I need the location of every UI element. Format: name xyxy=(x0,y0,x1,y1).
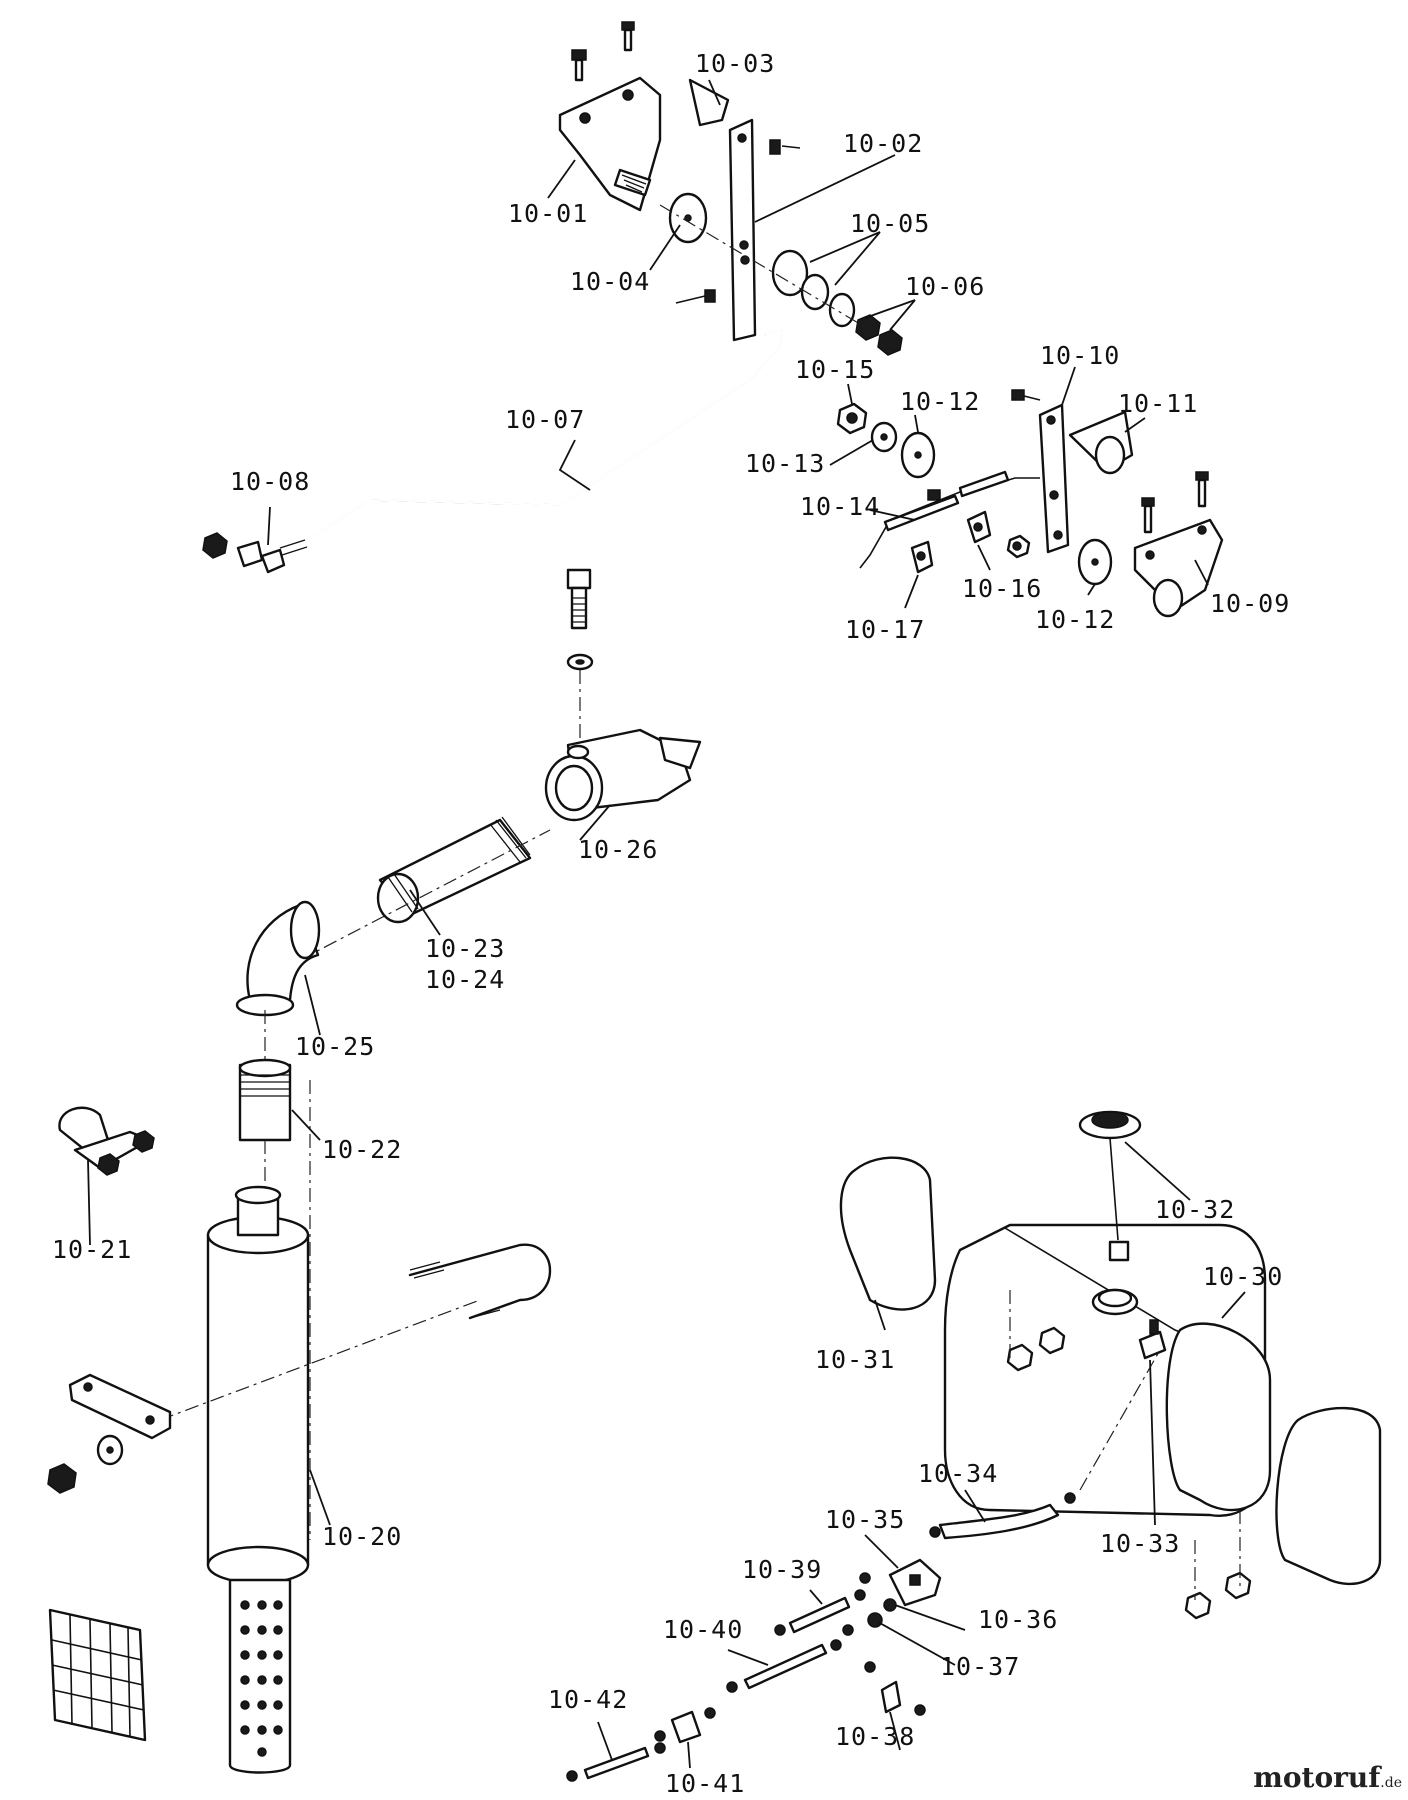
clip-10-38 xyxy=(864,1661,926,1716)
rod-10-07 xyxy=(299,328,784,546)
label-10-12-lower: 10-12 xyxy=(1035,605,1115,634)
label-10-08: 10-08 xyxy=(230,467,310,496)
tube-10-42 xyxy=(566,1742,666,1782)
part-labels: 10-01 10-02 10-03 10-04 10-05 10-06 10-0… xyxy=(52,49,1290,1798)
label-10-10: 10-10 xyxy=(1040,341,1120,370)
label-10-16: 10-16 xyxy=(962,574,1042,603)
label-10-36: 10-36 xyxy=(978,1605,1058,1634)
clip-10-16 xyxy=(966,510,992,544)
watermark-text: motoruf xyxy=(1253,1761,1381,1794)
washers-10-05 xyxy=(771,249,856,328)
elbow-10-26 xyxy=(544,728,702,822)
label-10-03: 10-03 xyxy=(695,49,775,78)
nipple-10-22 xyxy=(238,1058,292,1142)
washer-10-04 xyxy=(668,192,708,244)
label-10-37: 10-37 xyxy=(940,1652,1020,1681)
nut-10-15 xyxy=(836,402,868,435)
knob-10-11 xyxy=(1068,410,1134,475)
label-10-34: 10-34 xyxy=(918,1459,998,1488)
bolts-10-09 xyxy=(1141,471,1209,534)
label-10-12-upper: 10-12 xyxy=(900,387,980,416)
label-10-33: 10-33 xyxy=(1100,1529,1180,1558)
bolt-10-10 xyxy=(1011,389,1041,401)
label-10-04: 10-04 xyxy=(570,267,650,296)
label-10-40: 10-40 xyxy=(663,1615,743,1644)
elbow-10-25 xyxy=(235,900,321,1017)
label-10-13: 10-13 xyxy=(745,449,825,478)
lever-upper xyxy=(728,118,757,342)
washer-10-12-upper xyxy=(900,431,936,479)
label-10-39: 10-39 xyxy=(742,1555,822,1584)
label-10-11: 10-11 xyxy=(1118,389,1198,418)
bolt-top-1 xyxy=(571,49,587,82)
hose-10-34 xyxy=(929,1492,1076,1540)
label-10-05: 10-05 xyxy=(850,209,930,238)
small-screw-rod xyxy=(927,489,941,501)
label-10-21: 10-21 xyxy=(52,1235,132,1264)
label-10-17: 10-17 xyxy=(845,615,925,644)
label-10-32: 10-32 xyxy=(1155,1195,1235,1224)
gasket-10-31 xyxy=(839,1156,937,1311)
ubolt-10-20 xyxy=(408,1243,552,1320)
fitting-10-33 xyxy=(1138,1319,1167,1360)
filter-10-41 xyxy=(654,1707,716,1744)
label-10-02: 10-02 xyxy=(843,129,923,158)
label-10-35: 10-35 xyxy=(825,1505,905,1534)
gauge-10-32 xyxy=(1078,1110,1142,1262)
label-10-15: 10-15 xyxy=(795,355,875,384)
label-10-25: 10-25 xyxy=(295,1032,375,1061)
washer-10-12-lower xyxy=(1077,538,1113,586)
bolt-top-2 xyxy=(621,21,635,52)
rod-10-14 xyxy=(859,470,1040,569)
label-10-07: 10-07 xyxy=(505,405,585,434)
label-10-23: 10-23 xyxy=(425,934,505,963)
label-10-24: 10-24 xyxy=(425,965,505,994)
nut-10-16-b xyxy=(1006,534,1031,559)
gasket-10-30-right xyxy=(1275,1406,1382,1586)
bracket-10-09 xyxy=(1133,518,1224,618)
label-10-26: 10-26 xyxy=(578,835,658,864)
tube-10-39 xyxy=(774,1589,866,1636)
label-10-41: 10-41 xyxy=(665,1769,745,1798)
label-10-01: 10-01 xyxy=(508,199,588,228)
clip-10-17 xyxy=(910,540,934,574)
tube-10-40 xyxy=(726,1639,842,1693)
label-10-09: 10-09 xyxy=(1210,589,1290,618)
nuts-10-06 xyxy=(855,314,903,356)
small-screw-left xyxy=(675,289,716,304)
fuel-tank-10-30 xyxy=(943,1223,1272,1517)
label-10-38: 10-38 xyxy=(835,1722,915,1751)
watermark-logo: motoruf.de xyxy=(1253,1761,1402,1794)
end-fitting-10-08 xyxy=(202,532,308,574)
leader-lines xyxy=(87,79,1246,1769)
washer-nut-10-20 xyxy=(47,1434,124,1494)
washer-10-13 xyxy=(870,421,898,453)
label-10-14: 10-14 xyxy=(800,492,880,521)
fitting-10-36-37 xyxy=(842,1598,897,1636)
label-10-22: 10-22 xyxy=(322,1135,402,1164)
bolt-10-26 xyxy=(566,568,594,671)
label-10-06: 10-06 xyxy=(905,272,985,301)
muffler-10-20 xyxy=(206,1185,310,1774)
strap-10-20 xyxy=(68,1373,172,1440)
label-10-31: 10-31 xyxy=(815,1345,895,1374)
grill-guard xyxy=(48,1608,147,1742)
label-10-30: 10-30 xyxy=(1203,1262,1283,1291)
knob-upper xyxy=(688,78,730,127)
pipe-10-23 xyxy=(376,816,532,924)
small-bolt-lever xyxy=(769,139,801,155)
clamp-10-21 xyxy=(58,1106,155,1176)
upper-bracket xyxy=(558,76,662,212)
lever-10-10 xyxy=(1038,403,1070,554)
watermark-suffix: .de xyxy=(1380,1775,1402,1791)
label-10-42: 10-42 xyxy=(548,1685,628,1714)
label-10-20: 10-20 xyxy=(322,1522,402,1551)
valve-10-35 xyxy=(859,1558,942,1607)
